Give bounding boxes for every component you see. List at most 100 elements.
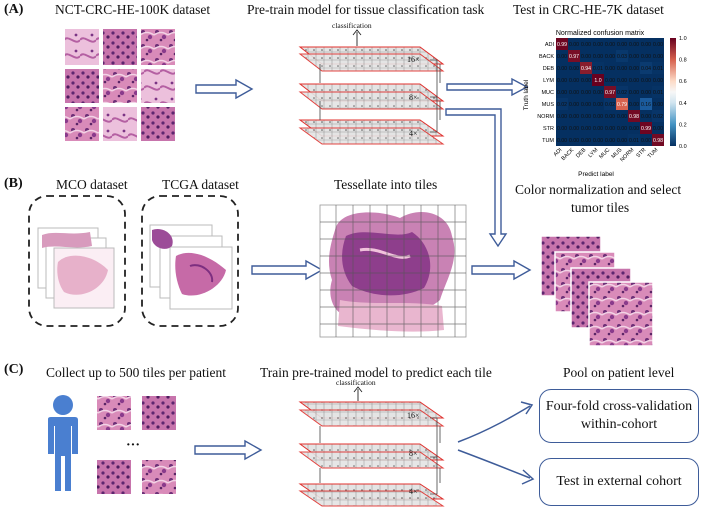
cm-cell [652, 62, 664, 74]
cm-cell-value: 0.98 [653, 138, 663, 144]
cm-cell-value: 0.00 [605, 114, 615, 120]
classification-label-a: classification [332, 21, 372, 30]
cm-cell-value: 0.00 [605, 66, 615, 72]
cm-cell [616, 122, 628, 134]
cm-cell-value: 0.02 [617, 90, 627, 96]
pretrain-title: Pre-train model for tissue classificatio… [247, 2, 485, 17]
cm-cell [592, 74, 604, 86]
cm-cell-value: 0.00 [557, 90, 567, 96]
cm-cell [628, 122, 640, 134]
cm-cell [640, 86, 652, 98]
cm-cell-value: 0.02 [605, 102, 615, 108]
tessellated-slide [319, 204, 467, 338]
cm-col-label: ADI [553, 147, 564, 158]
collect-title: Collect up to 500 tiles per patient [46, 365, 226, 380]
cm-cell-value: 0.00 [653, 42, 663, 48]
cm-cell-value: 0.00 [593, 90, 603, 96]
cm-cell-value: 0.99 [557, 42, 567, 48]
cm-cell-value: 0.00 [581, 102, 591, 108]
cm-cell-value: 0.00 [569, 126, 579, 132]
cm-cell [652, 122, 664, 134]
tcga-dataset-title: TCGA dataset [162, 177, 239, 192]
cm-cell-value: 0.00 [641, 54, 651, 60]
mco-slide-stack [28, 195, 126, 327]
cm-cell [652, 74, 664, 86]
cm-col-label: STR [635, 147, 647, 159]
scale-8x-a: 8× [409, 93, 418, 102]
scale-16x-c: 16× [407, 411, 420, 420]
external-cohort-box: Test in external cohort [539, 458, 699, 506]
cm-cell [604, 86, 616, 98]
cm-cell-value: 0.04 [641, 66, 651, 72]
cm-cell-value: 0.00 [653, 78, 663, 84]
cm-cell-value: 0.01 [593, 66, 603, 72]
cm-cell-value: 0.16 [641, 102, 651, 108]
patient-tiles [97, 396, 176, 494]
cm-cell-value: 0.98 [629, 114, 639, 120]
cm-cell-value: 0.00 [581, 90, 591, 96]
cm-cell [628, 98, 640, 110]
cm-cell-value: 0.00 [617, 42, 627, 48]
cross-validation-line2: within-cohort [580, 417, 658, 432]
cm-cell [592, 62, 604, 74]
cm-cell [556, 74, 568, 86]
cm-cell [568, 98, 580, 110]
cm-xlabel: Predict label [578, 171, 614, 178]
cm-cell [628, 38, 640, 50]
cm-cell [592, 110, 604, 122]
classification-label-c: classification [336, 378, 376, 387]
patient-person-icon [48, 395, 78, 491]
cm-col-label: LYM [587, 147, 599, 159]
cm-cell-value: 0.00 [557, 78, 567, 84]
panel-b-label: (B) [4, 176, 23, 191]
cm-cell-value: 0.00 [581, 126, 591, 132]
cm-cell-value: 0.02 [557, 102, 567, 108]
cm-cell [640, 62, 652, 74]
cm-cell-value: 0.02 [653, 114, 663, 120]
cm-cell-value: 0.00 [629, 126, 639, 132]
cm-cell [616, 74, 628, 86]
cm-cell-value: 0.00 [641, 78, 651, 84]
cm-cell [580, 74, 592, 86]
scale-16x-a: 16× [407, 55, 420, 64]
cm-cell-value: 0.00 [605, 78, 615, 84]
cm-cell-value: 0.00 [581, 114, 591, 120]
cm-cell-value: 0.00 [557, 114, 567, 120]
cm-cell [616, 38, 628, 50]
test-crc-title: Test in CRC-HE-7K dataset [513, 2, 664, 17]
cm-cell [568, 110, 580, 122]
cm-cell-value: 0.00 [581, 78, 591, 84]
train-title: Train pre-trained model to predict each … [260, 365, 492, 380]
cm-cell [556, 86, 568, 98]
cm-cell [652, 110, 664, 122]
cm-cell-value: 0.00 [593, 138, 603, 144]
cm-cell [640, 74, 652, 86]
cm-cell-value: 0.00 [641, 114, 651, 120]
cm-row-label: BACK [539, 54, 554, 60]
cm-cell-value: 0.00 [593, 102, 603, 108]
cm-cell-value: 0.99 [641, 126, 651, 132]
cm-cell [592, 122, 604, 134]
cm-colorbar-tick: 0.2 [679, 122, 687, 128]
cm-title: Normalized confusion matrix [556, 30, 645, 37]
cm-cell-value: 1.0 [594, 78, 601, 84]
cm-cell [604, 98, 616, 110]
cm-col-label: MUC [598, 147, 611, 160]
cm-cell-value: 0.00 [569, 66, 579, 72]
cm-cell [604, 74, 616, 86]
tumor-tile-stack [540, 235, 654, 347]
cm-cell [568, 86, 580, 98]
scale-4x-a: 4× [409, 129, 418, 138]
cm-cell [652, 50, 664, 62]
cm-cell [628, 50, 640, 62]
cm-colorbar-tick: 0.6 [679, 79, 687, 85]
cm-cell-value: 0.00 [569, 102, 579, 108]
cm-row-label: MUS [542, 102, 555, 108]
cm-cell-value: 0.00 [557, 138, 567, 144]
cm-cell [592, 50, 604, 62]
nct-tile-mosaic [65, 29, 175, 141]
cm-cell [580, 38, 592, 50]
